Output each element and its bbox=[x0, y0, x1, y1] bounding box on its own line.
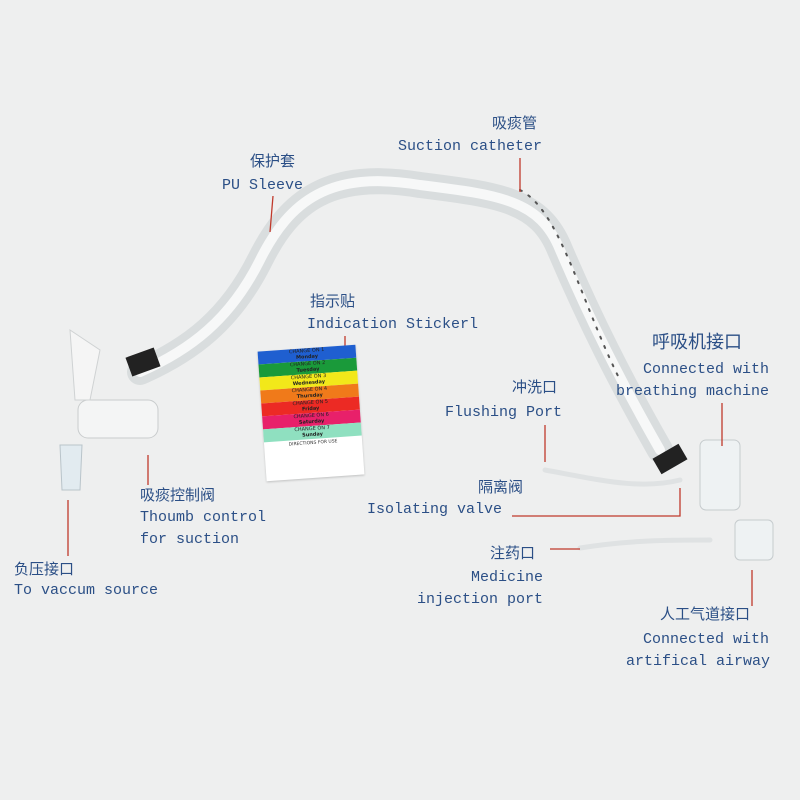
artificial-airway-cn: 人工气道接口 bbox=[660, 605, 751, 623]
thumb-clip bbox=[69, 329, 101, 401]
pu-sleeve-en: PU Sleeve bbox=[222, 177, 304, 194]
artificial-airway-en1: Connected with bbox=[643, 631, 770, 648]
medicine-line bbox=[577, 537, 713, 551]
flushing-port-cn: 冲洗口 bbox=[512, 378, 558, 396]
isolating-valve-cn: 隔离阀 bbox=[478, 478, 524, 496]
suction-catheter-en: Suction catheter bbox=[398, 138, 543, 155]
breathing-connector bbox=[699, 439, 741, 511]
breathing-machine-en2: breathing machine bbox=[616, 383, 770, 400]
artificial-airway-en2: artifical airway bbox=[626, 653, 771, 670]
medicine-port-en2: injection port bbox=[417, 591, 544, 608]
medicine-port-cn: 注药口 bbox=[490, 544, 536, 562]
suction-catheter-cn: 吸痰管 bbox=[492, 114, 538, 132]
breathing-machine-cn: 呼吸机接口 bbox=[652, 332, 742, 353]
indication-sticker-en: Indication Stickerl bbox=[307, 316, 479, 333]
airway-connector bbox=[734, 519, 774, 561]
breathing-machine-en1: Connected with bbox=[643, 361, 770, 378]
vacuum-source-cn: 负压接口 bbox=[14, 560, 75, 578]
thumb-control-valve bbox=[77, 399, 159, 439]
thumb-control-en1: Thoumb control bbox=[140, 509, 267, 526]
thumb-control-en2: for suction bbox=[140, 531, 240, 548]
flushing-line bbox=[542, 467, 683, 487]
flushing-port-en: Flushing Port bbox=[445, 404, 563, 421]
vacuum-source-en: To vaccum source bbox=[14, 582, 159, 599]
vacuum-connector bbox=[59, 444, 83, 491]
isolating-valve-en: Isolating valve bbox=[367, 501, 503, 518]
indication-sticker-cn: 指示贴 bbox=[310, 292, 356, 310]
suction-catheter-tube bbox=[135, 176, 665, 455]
pu-sleeve-cn: 保护套 bbox=[250, 152, 296, 170]
thumb-control-cn: 吸痰控制阀 bbox=[140, 486, 216, 504]
medicine-port-en1: Medicine bbox=[471, 569, 544, 586]
